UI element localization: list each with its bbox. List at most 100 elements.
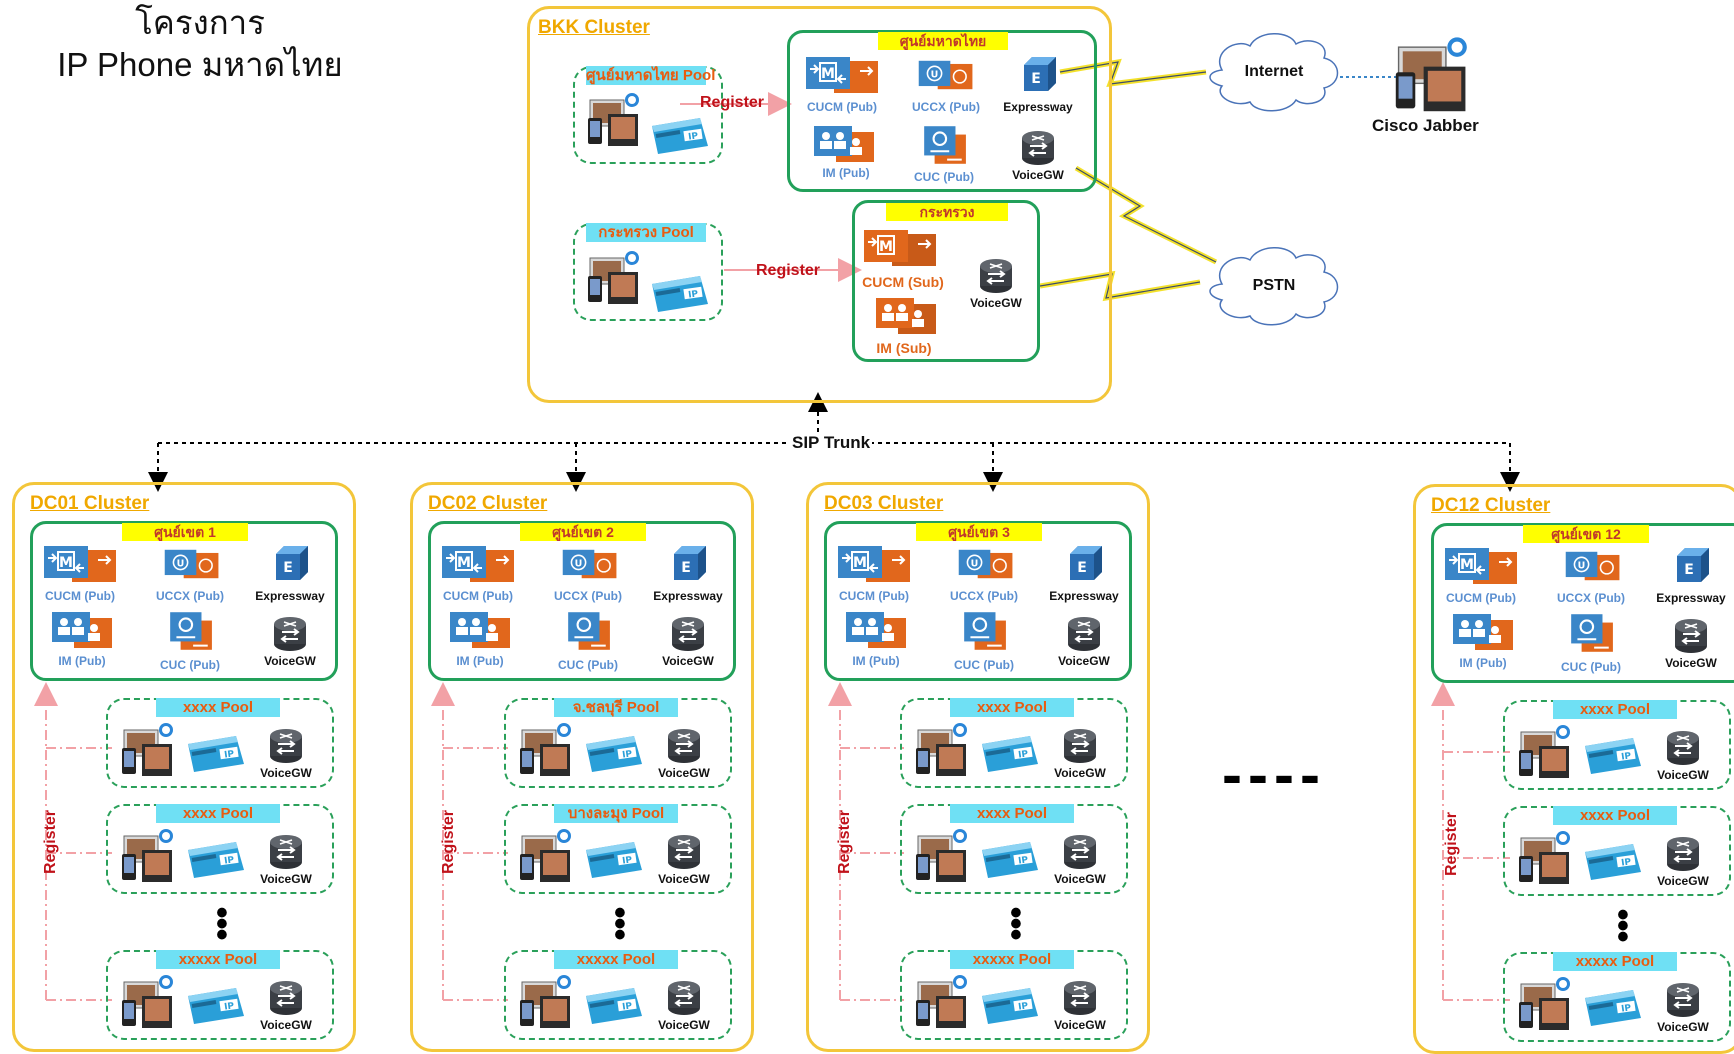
im-sub-icon xyxy=(874,296,938,336)
client-devices-icon xyxy=(914,828,970,884)
voicegw-label: VoiceGW xyxy=(970,296,1022,310)
im-label: IM (Pub) xyxy=(58,654,106,668)
ip-phone-icon xyxy=(644,112,710,156)
cuc-icon xyxy=(1567,612,1615,654)
cucm-label: CUCM (Pub) xyxy=(45,589,115,603)
bkk-site-2 xyxy=(852,200,1040,362)
voicegw-label: VoiceGW xyxy=(260,872,312,886)
uccx-icon xyxy=(1561,546,1621,586)
voicegw-icon xyxy=(1064,614,1104,654)
ip-phone-icon xyxy=(1577,732,1643,776)
client-devices-icon xyxy=(914,974,970,1030)
voicegw-label: VoiceGW xyxy=(1054,766,1106,780)
ip-phone-icon xyxy=(578,730,644,774)
bkk-pool-2-label: กระทรวง Pool xyxy=(586,223,706,242)
dc-site-label: ศูนย์เขต 3 xyxy=(916,523,1042,541)
ip-phone-icon xyxy=(180,982,246,1026)
client-devices-icon xyxy=(518,974,574,1030)
voicegw-label: VoiceGW xyxy=(1054,1018,1106,1032)
dc-site xyxy=(428,521,736,681)
cucm-icon xyxy=(440,544,516,584)
client-devices-icon xyxy=(586,250,642,306)
voicegw-label: VoiceGW xyxy=(658,766,710,780)
voicegw-icon xyxy=(664,726,704,766)
internet-label: Internet xyxy=(1244,63,1304,80)
client-devices-icon xyxy=(518,828,574,884)
dc-site xyxy=(1431,523,1734,683)
ip-phone-icon xyxy=(578,982,644,1026)
cucm-icon xyxy=(42,544,118,584)
bkk-site-1 xyxy=(787,30,1097,192)
cuc-label: CUC (Pub) xyxy=(1561,660,1621,674)
voicegw-label: VoiceGW xyxy=(1665,656,1717,670)
voicegw-icon xyxy=(266,978,306,1018)
more-pools-dots: ••• xyxy=(614,894,626,954)
pstn-label: PSTN xyxy=(1252,277,1296,294)
pool-label: xxxxx Pool xyxy=(950,950,1074,969)
ip-phone-icon xyxy=(974,836,1040,880)
cuc-icon xyxy=(166,610,214,652)
register-label-vertical: Register xyxy=(836,809,853,874)
voicegw-label: VoiceGW xyxy=(662,654,714,668)
voicegw-icon xyxy=(270,614,310,654)
expressway-label: Expressway xyxy=(1656,591,1726,605)
ip-phone-icon xyxy=(1577,984,1643,1028)
ip-phone-icon xyxy=(974,730,1040,774)
dc-site-label: ศูนย์เขต 12 xyxy=(1523,525,1649,543)
voicegw-label: VoiceGW xyxy=(1054,872,1106,886)
uccx-icon xyxy=(558,544,618,584)
pool-label: xxxx Pool xyxy=(1553,700,1677,719)
voicegw-label: VoiceGW xyxy=(260,1018,312,1032)
voicegw-label: VoiceGW xyxy=(1058,654,1110,668)
pool-label: xxxx Pool xyxy=(950,698,1074,717)
dc-site-label: ศูนย์เขต 2 xyxy=(520,523,646,541)
dc-cluster-label: DC01 Cluster xyxy=(30,493,150,514)
uccx-label: UCCX (Pub) xyxy=(554,589,622,603)
voicegw-icon xyxy=(1671,616,1711,656)
client-devices-icon xyxy=(120,974,176,1030)
cucm-label: CUCM (Pub) xyxy=(807,100,877,114)
pool-label: xxxxx Pool xyxy=(554,950,678,969)
pool-label: xxxxx Pool xyxy=(156,950,280,969)
im-icon xyxy=(50,610,114,650)
voicegw-label: VoiceGW xyxy=(264,654,316,668)
cisco-jabber-label: Cisco Jabber xyxy=(1372,116,1479,135)
ip-phone-icon xyxy=(1577,838,1643,882)
more-pools-dots: ••• xyxy=(1010,894,1022,954)
expressway-icon xyxy=(1018,55,1058,95)
pool-label: xxxx Pool xyxy=(950,804,1074,823)
cucm-sub-icon xyxy=(862,228,938,268)
ip-phone-icon xyxy=(180,836,246,880)
voicegw-icon xyxy=(1663,980,1703,1020)
uccx-icon xyxy=(954,544,1014,584)
register-label-vertical: Register xyxy=(1443,811,1460,876)
cuc-icon xyxy=(564,610,612,652)
uccx-label: UCCX (Pub) xyxy=(1557,591,1625,605)
bkk-cluster xyxy=(527,6,1112,403)
voicegw-label: VoiceGW xyxy=(260,766,312,780)
voicegw-label: VoiceGW xyxy=(1657,1020,1709,1034)
voicegw-label: VoiceGW xyxy=(658,872,710,886)
client-devices-icon xyxy=(518,722,574,778)
voicegw-label: VoiceGW xyxy=(1657,768,1709,782)
cuc-label: CUC (Pub) xyxy=(160,658,220,672)
im-sub-label: IM (Sub) xyxy=(876,340,932,356)
client-devices-icon xyxy=(914,722,970,778)
voicegw-icon xyxy=(1060,978,1100,1018)
im-icon xyxy=(844,610,908,650)
dc-site-label: ศูนย์เขต 1 xyxy=(122,523,248,541)
expressway-label: Expressway xyxy=(1049,589,1119,603)
voicegw-icon xyxy=(266,832,306,872)
bkk-site-2-label: กระทรวง xyxy=(886,203,1008,221)
cucm-icon xyxy=(1443,546,1519,586)
client-devices-icon xyxy=(120,722,176,778)
register-label-vertical: Register xyxy=(42,809,59,874)
dc-cluster-label: DC02 Cluster xyxy=(428,493,548,514)
voicegw-icon xyxy=(1663,728,1703,768)
cuc-icon xyxy=(920,124,968,166)
ip-phone-icon xyxy=(644,270,710,314)
client-devices-icon xyxy=(120,828,176,884)
more-pools-dots: ••• xyxy=(1617,896,1629,956)
pool-label: บางละมุง Pool xyxy=(554,804,678,823)
